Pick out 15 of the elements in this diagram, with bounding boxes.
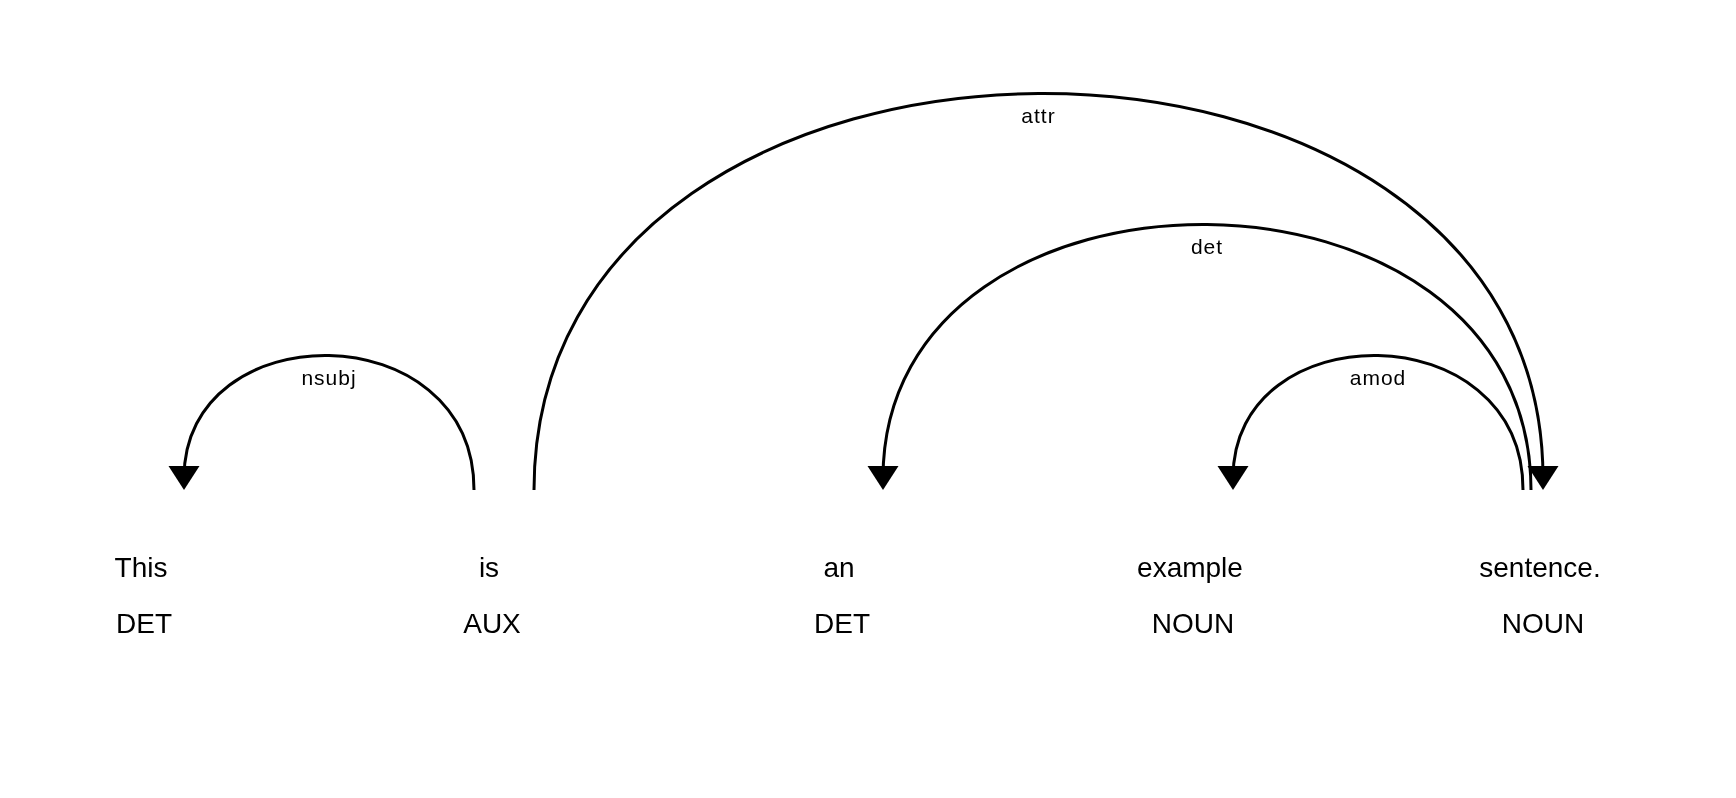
edge-label: nsubj [301, 367, 357, 389]
dependency-arrow [170, 354, 476, 491]
dependency-arrow [532, 92, 1557, 491]
token-word: example [1137, 553, 1243, 583]
pos-tag: DET [110, 609, 172, 639]
token-word: sentence. [1479, 553, 1601, 583]
token-word: an [823, 553, 855, 583]
dependency-arrow [869, 223, 1533, 491]
pos-tag: DET [808, 609, 870, 639]
token-word: is [478, 553, 500, 583]
token-word: This [114, 553, 168, 583]
dependency-arrow [1219, 354, 1525, 491]
pos-tag: AUX [457, 609, 521, 639]
pos-tag: NOUN [1145, 609, 1235, 639]
pos-tag: NOUN [1495, 609, 1585, 639]
